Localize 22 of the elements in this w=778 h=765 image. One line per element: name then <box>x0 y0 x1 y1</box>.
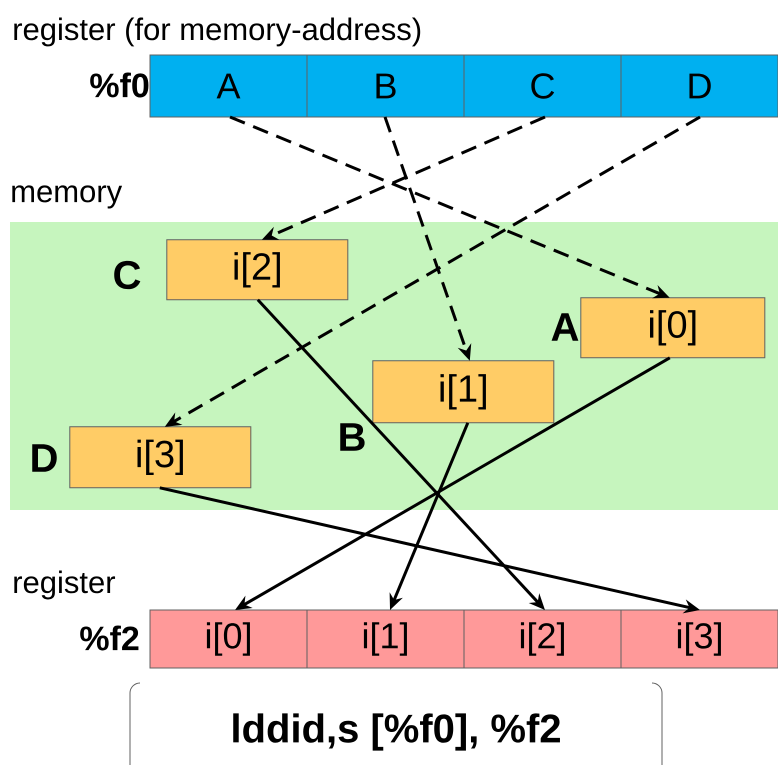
box-letter: C <box>114 260 140 290</box>
register-cell: i[3] <box>620 610 778 668</box>
memory-box: i[3] <box>69 426 252 488</box>
box-letter: D <box>32 444 57 472</box>
box-letter: B <box>340 423 365 451</box>
register-cell: B <box>306 54 464 118</box>
memory-box: i[2] <box>166 239 348 300</box>
register-name: %f2 <box>80 626 138 650</box>
memory-box: i[1] <box>372 360 554 424</box>
memory-box: i[0] <box>580 297 766 358</box>
instruction-bracket: lddid,s [%f0], %f2 <box>130 682 662 765</box>
register-cell: i[1] <box>306 610 464 668</box>
register-cell: D <box>620 54 778 118</box>
register-cell: i[2] <box>464 610 622 668</box>
register-cell: i[0] <box>150 610 308 668</box>
register-cell: C <box>464 54 622 118</box>
box-letter: A <box>552 313 578 341</box>
node-label: D <box>689 74 711 98</box>
section-label: register <box>14 570 116 600</box>
section-label: register (for memory-address) <box>14 18 420 46</box>
register-cell: A <box>150 54 308 118</box>
node-label: memory <box>12 185 122 209</box>
